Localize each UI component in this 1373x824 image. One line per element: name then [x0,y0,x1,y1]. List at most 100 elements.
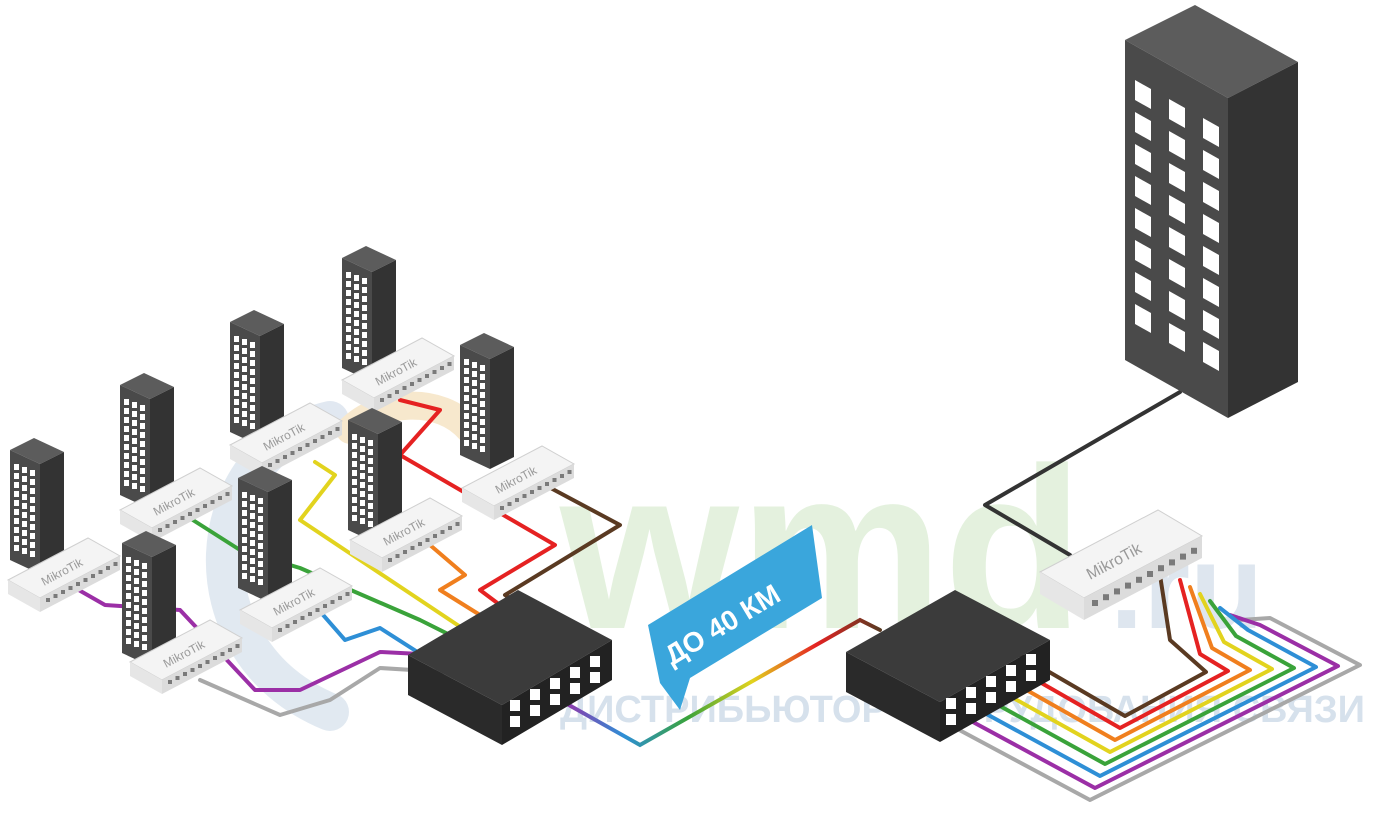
window [142,626,147,632]
window [1169,195,1185,224]
mux-port-icon [986,676,996,687]
window [352,452,357,458]
window [346,281,351,287]
window [472,407,477,413]
port-icon [278,628,282,632]
port-icon [328,431,332,435]
window [126,629,131,635]
port-icon [395,390,399,394]
window [242,339,247,345]
window [242,510,247,516]
window [472,425,477,431]
window [1203,150,1219,179]
window [368,476,373,482]
window [234,345,239,351]
window [132,456,137,462]
window [22,485,27,491]
window [242,402,247,408]
window [258,579,263,585]
port-icon [305,443,310,447]
fiber-right-3 [968,606,1318,778]
window [140,450,145,456]
window [1169,227,1185,256]
port-icon [53,594,58,598]
window [346,344,351,350]
window [126,602,131,608]
mux-port-icon [966,687,976,698]
window [124,408,129,414]
fiber-right-2 [958,613,1340,790]
port-icon [195,508,200,512]
window [1135,80,1151,109]
port-icon [175,676,180,680]
window [22,521,27,527]
mux-port-icon [1026,670,1036,681]
window [1135,112,1151,141]
window [234,399,239,405]
port-icon [268,463,272,467]
port-icon [168,680,172,684]
port-icon [1147,571,1153,577]
window [360,491,365,497]
port-icon [560,474,564,478]
window [242,492,247,498]
window [472,380,477,386]
window [360,482,365,488]
window [362,332,367,338]
fiber-uplink [983,390,1182,557]
port-icon [188,512,192,516]
port-icon [388,558,392,562]
port-icon [308,612,312,616]
window [126,620,131,626]
window [346,326,351,332]
fiber-purple-left [68,583,442,692]
mux-port-icon [510,716,520,727]
window [1135,272,1151,301]
window [480,437,485,443]
window [368,449,373,455]
window [258,552,263,558]
window [30,515,35,521]
port-icon [228,648,232,652]
window [250,414,255,420]
building-icon [348,408,402,544]
port-icon [83,578,88,582]
port-icon [1180,553,1186,560]
window [142,599,147,605]
building-icon [10,438,64,574]
window [142,572,147,578]
mux-port-icon [550,694,560,705]
port-icon [320,435,325,439]
window [464,440,469,446]
port-icon [1136,576,1142,583]
window [352,461,357,467]
window [1203,246,1219,275]
window [1135,240,1151,269]
window [134,614,139,620]
window [362,278,367,284]
fiber-right-5 [988,592,1274,754]
window [30,497,35,503]
window [464,386,469,392]
window [346,299,351,305]
mux-port-icon [946,698,956,709]
window [1135,144,1151,173]
mux-port-icon [590,656,600,667]
window [354,320,359,326]
window [464,368,469,374]
window [250,513,255,519]
window [140,459,145,465]
window [258,507,263,513]
port-icon [283,455,287,459]
building-icon [342,246,396,382]
window [354,284,359,290]
window [242,501,247,507]
window [126,575,131,581]
window [472,398,477,404]
window [362,359,367,365]
window [1203,182,1219,211]
window [234,381,239,387]
port-icon [180,516,185,520]
window [354,347,359,353]
